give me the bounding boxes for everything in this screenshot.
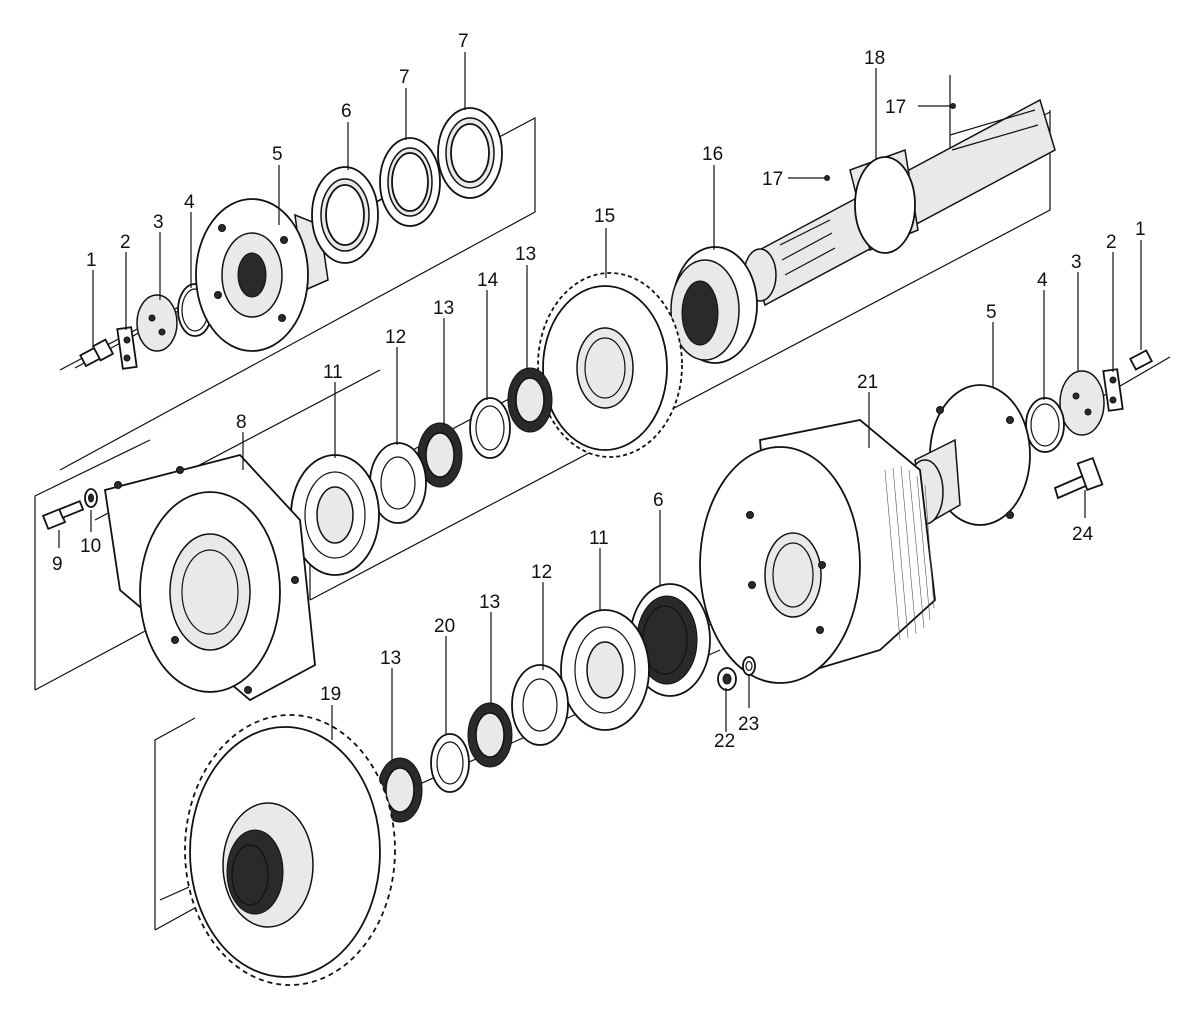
callout-17-upper: 17 [885, 97, 906, 118]
ring-7-upper [437, 107, 503, 199]
lock-washer-2-upper [116, 326, 138, 370]
ring-7-middle [379, 137, 441, 227]
retaining-ring-17-lower [788, 175, 830, 181]
callout-20: 20 [434, 616, 455, 637]
needle-bearing-13-lower-right [467, 702, 513, 768]
bolt-1-right [1129, 349, 1153, 371]
callout-3-right: 3 [1071, 252, 1082, 273]
callout-4-right: 4 [1037, 270, 1048, 291]
callout-21: 21 [857, 372, 878, 393]
bolt-24 [1053, 456, 1104, 500]
lock-washer-2-right [1102, 368, 1124, 412]
callout-23: 23 [738, 714, 759, 735]
callout-12-upper: 12 [385, 327, 406, 348]
callout-6-lower: 6 [653, 490, 664, 511]
main-shaft-18 [743, 98, 1056, 307]
ball-bearing-11-lower [560, 609, 650, 731]
callout-9: 9 [52, 554, 63, 575]
callout-22: 22 [714, 731, 735, 752]
bolt-1-upper [79, 338, 115, 368]
callout-8: 8 [236, 412, 247, 433]
callout-19: 19 [320, 684, 341, 705]
cover-plate-3-upper [136, 294, 178, 352]
callout-13-left: 13 [433, 298, 454, 319]
seal-ring-6-upper [311, 166, 379, 264]
callout-2-right: 2 [1106, 232, 1117, 253]
callout-24: 24 [1072, 524, 1094, 545]
retaining-ring-17-upper [918, 103, 956, 109]
callout-13-lower-right: 13 [479, 592, 500, 613]
needle-bearing-13-right [507, 367, 553, 433]
bolt-9 [41, 499, 85, 531]
thrust-washer-12-lower [511, 664, 569, 746]
callout-5-right: 5 [986, 302, 997, 323]
callout-12-lower: 12 [531, 562, 552, 583]
drum-21 [699, 419, 936, 684]
callout-labels: 1 2 3 4 5 6 7 7 18 17 17 16 15 13 14 13 … [52, 31, 1146, 752]
cover-plate-3-right [1059, 370, 1105, 436]
callout-14: 14 [477, 270, 499, 291]
callout-11-upper: 11 [323, 362, 343, 383]
callout-5-upper: 5 [272, 144, 283, 165]
flange-hub-5-right [906, 384, 1031, 527]
callout-18: 18 [864, 48, 885, 69]
callout-10: 10 [80, 536, 101, 557]
thrust-ring-14 [469, 397, 511, 459]
callout-11-lower: 11 [589, 528, 609, 549]
o-ring-4-right [1025, 397, 1065, 453]
flange-hub-5-upper [195, 198, 329, 352]
ball-bearing-11-upper [290, 454, 380, 576]
washer-10 [84, 488, 98, 508]
nut-22 [717, 667, 737, 691]
washer-23 [742, 656, 756, 676]
callout-1-right: 1 [1135, 219, 1146, 240]
callout-15: 15 [594, 206, 615, 227]
callout-3-upper: 3 [153, 212, 164, 233]
callout-2-upper: 2 [120, 232, 131, 253]
callout-13-lower-left: 13 [380, 648, 401, 669]
callout-7-upper: 7 [458, 31, 469, 52]
callout-7-middle: 7 [399, 67, 410, 88]
callout-13-right: 13 [515, 244, 536, 265]
leader-lines [58, 52, 1142, 760]
gear-19 [184, 714, 396, 986]
seal-ring-6-lower [629, 583, 711, 697]
spacer-ring-20 [430, 733, 470, 793]
callout-17-lower: 17 [762, 169, 783, 190]
coupling-sleeve-16 [670, 246, 758, 364]
housing-cover-8 [103, 453, 316, 702]
needle-bearing-13-left [417, 422, 463, 488]
callout-1-upper: 1 [86, 250, 97, 271]
callout-6-upper: 6 [341, 101, 352, 122]
callout-4-upper: 4 [184, 192, 195, 213]
callout-16: 16 [702, 144, 723, 165]
gear-15 [537, 272, 683, 458]
